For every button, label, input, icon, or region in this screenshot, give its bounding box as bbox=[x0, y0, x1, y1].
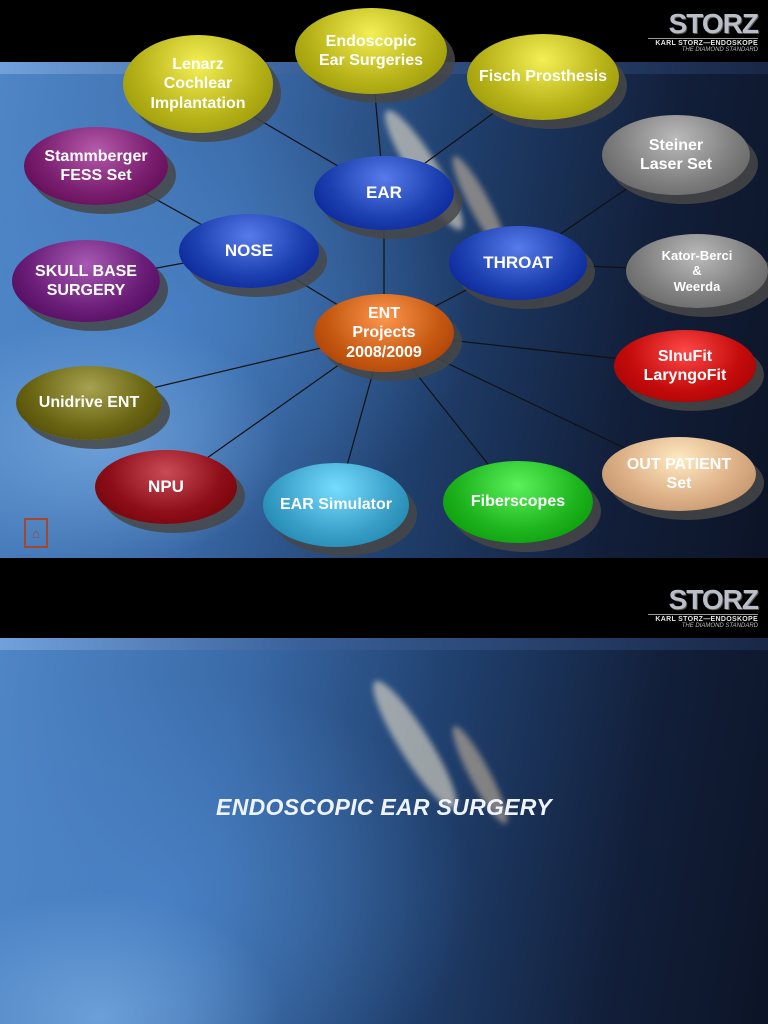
node-label: SKULL BASE SURGERY bbox=[35, 262, 137, 299]
logo-subtitle: KARL STORZ—ENDOSKOPE bbox=[648, 614, 758, 623]
node-label: Steiner Laser Set bbox=[639, 136, 713, 173]
node-endoscopic[interactable]: Endoscopic Ear Surgeries bbox=[295, 8, 447, 94]
home-icon[interactable]: ⌂ bbox=[24, 518, 48, 548]
node-skullbase[interactable]: SKULL BASE SURGERY bbox=[12, 240, 160, 322]
node-stammberger[interactable]: Stammberger FESS Set bbox=[24, 127, 168, 205]
node-outpatient[interactable]: OUT PATIENT Set bbox=[602, 437, 756, 511]
node-label: NPU bbox=[148, 476, 184, 496]
node-label: Endoscopic Ear Surgeries bbox=[318, 32, 424, 69]
node-label: Kator-Berci & Weerda bbox=[661, 247, 733, 294]
logo-tagline: THE DIAMOND STANDARD bbox=[681, 47, 758, 53]
node-label: Fiberscopes bbox=[470, 493, 566, 511]
node-center[interactable]: ENT Projects 2008/2009 bbox=[314, 294, 454, 372]
node-label: Fisch Prosthesis bbox=[478, 68, 608, 86]
node-sinufit[interactable]: SInuFit LaryngoFit bbox=[614, 330, 756, 402]
node-label: SInuFit LaryngoFit bbox=[643, 347, 727, 384]
node-kator[interactable]: Kator-Berci & Weerda bbox=[626, 234, 768, 308]
node-label: NOSE bbox=[224, 240, 274, 260]
header-band bbox=[0, 638, 768, 650]
logo-tagline: THE DIAMOND STANDARD bbox=[681, 623, 758, 629]
storz-logo: STORZ KARL STORZ—ENDOSKOPE THE DIAMOND S… bbox=[648, 8, 759, 53]
logo-wordmark: STORZ bbox=[668, 8, 759, 39]
node-label: EAR Simulator bbox=[279, 496, 392, 514]
node-throat[interactable]: THROAT bbox=[449, 226, 587, 300]
node-label: OUT PATIENT Set bbox=[626, 455, 732, 492]
node-label: Stammberger FESS Set bbox=[44, 147, 148, 184]
slide-endoscopic-ear-surgery: STORZ KARL STORZ—ENDOSKOPE THE DIAMOND S… bbox=[0, 560, 768, 1024]
slide-ent-projects: STORZ KARL STORZ—ENDOSKOPE THE DIAMOND S… bbox=[0, 8, 768, 558]
slide-title: ENDOSCOPIC EAR SURGERY bbox=[216, 794, 552, 820]
node-ear[interactable]: EAR bbox=[314, 156, 454, 230]
node-label: Unidrive ENT bbox=[38, 394, 140, 412]
logo-subtitle: KARL STORZ—ENDOSKOPE bbox=[648, 38, 758, 47]
node-label: Lenarz Cochlear Implantation bbox=[150, 56, 246, 112]
storz-logo: STORZ KARL STORZ—ENDOSKOPE THE DIAMOND S… bbox=[648, 584, 759, 629]
slide-top-bar bbox=[0, 560, 768, 622]
node-nose[interactable]: NOSE bbox=[179, 214, 319, 288]
logo-wordmark: STORZ bbox=[668, 584, 759, 615]
node-steiner[interactable]: Steiner Laser Set bbox=[602, 115, 750, 195]
node-unidrive[interactable]: Unidrive ENT bbox=[16, 366, 162, 440]
node-label: ENT Projects 2008/2009 bbox=[346, 305, 422, 361]
node-npu[interactable]: NPU bbox=[95, 450, 237, 524]
node-label: EAR bbox=[366, 182, 402, 202]
node-lenarz[interactable]: Lenarz Cochlear Implantation bbox=[123, 35, 273, 133]
node-fiberscopes[interactable]: Fiberscopes bbox=[443, 461, 593, 543]
node-fisch[interactable]: Fisch Prosthesis bbox=[467, 34, 619, 120]
node-earsim[interactable]: EAR Simulator bbox=[263, 463, 409, 547]
node-label: THROAT bbox=[483, 252, 553, 272]
